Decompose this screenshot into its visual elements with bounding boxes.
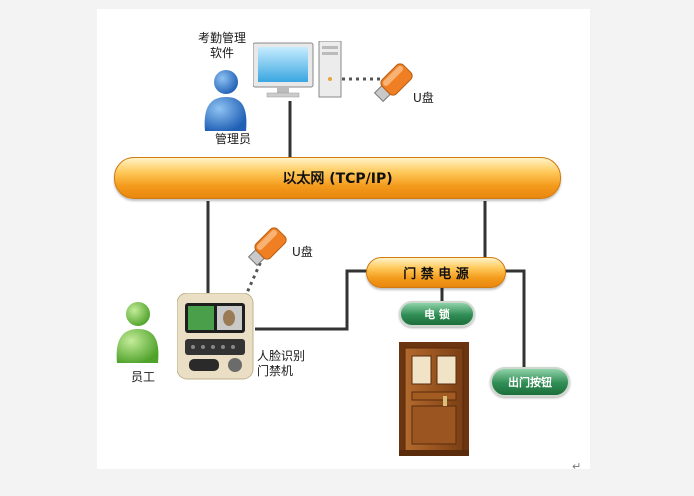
exit-button: 出门按钮	[490, 367, 570, 397]
paragraph-mark: ↵	[572, 460, 582, 473]
employee-label: 员工	[131, 370, 156, 384]
face-terminal-label: 人脸识别 门禁机	[257, 349, 306, 378]
usb-label-top: U盘	[413, 91, 434, 105]
ethernet-bus: 以太网 (TCP/IP)	[114, 157, 561, 199]
admin-person-icon	[204, 70, 247, 131]
admin-software-label: 考勤管理 软件	[197, 31, 246, 60]
access-power-supply: 门 禁 电 源	[366, 257, 506, 288]
power-to-exit-line	[504, 269, 526, 369]
usb-label-mid: U盘	[292, 245, 313, 259]
power-to-terminal-line	[255, 269, 367, 331]
usb-drive-icon	[247, 227, 287, 267]
electric-lock: 电 锁	[399, 301, 475, 327]
usb-drive-icon	[373, 63, 413, 103]
network-diagram: 考勤管理 软件 管理员 U盘	[97, 9, 590, 469]
face-recognition-terminal-icon	[177, 293, 254, 380]
computer-icon	[253, 41, 342, 98]
door-icon	[399, 342, 469, 456]
employee-person-icon	[116, 302, 159, 363]
admin-role-label: 管理员	[215, 132, 252, 146]
